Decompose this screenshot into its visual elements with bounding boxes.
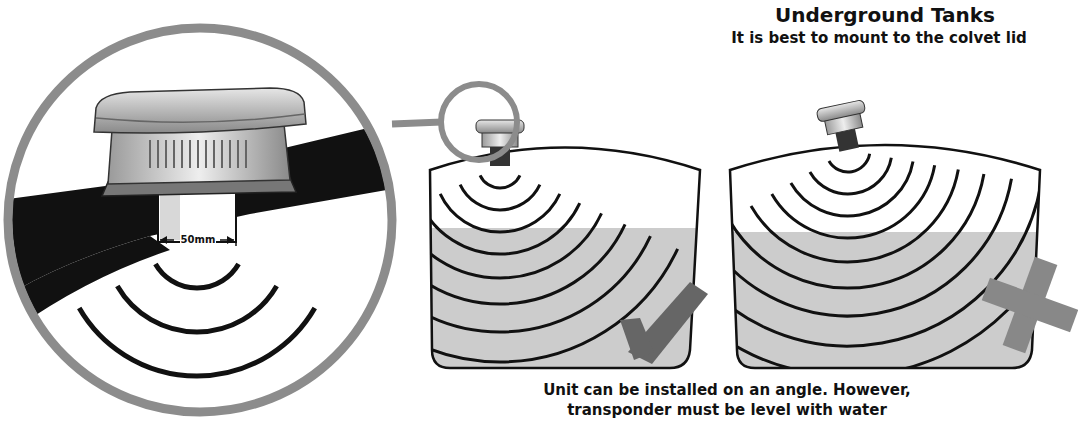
sound-wave — [350, 236, 651, 332]
sound-waves — [322, 175, 677, 362]
sound-wave — [791, 161, 913, 216]
magnified-view — [0, 88, 410, 376]
grille-line — [157, 140, 159, 168]
grille-line — [189, 140, 191, 168]
grille-line — [229, 140, 231, 168]
sound-wave — [652, 189, 1070, 376]
grille-line — [213, 140, 215, 168]
tank-outline — [730, 145, 1040, 368]
sound-wave — [375, 224, 625, 304]
sound-wave — [772, 165, 935, 238]
magnifier-marker — [441, 84, 517, 160]
cross-bar — [982, 278, 1078, 333]
grille-line — [221, 140, 223, 168]
magnifier-link — [392, 122, 442, 124]
tank-wrong — [652, 100, 1078, 382]
check-mark — [620, 318, 654, 360]
sound-wave — [460, 185, 540, 210]
dimension-tick — [157, 234, 159, 246]
grille-line — [173, 140, 175, 168]
dimension-label: 50mm — [180, 233, 217, 247]
sensor-grille — [150, 140, 246, 168]
sound-waves — [652, 154, 1070, 376]
sensor-cap — [816, 100, 866, 123]
sound-wave — [79, 308, 315, 376]
grille-line — [165, 140, 167, 168]
grille-line — [149, 140, 151, 168]
lid-edge — [0, 236, 170, 340]
magnifier-ring — [8, 28, 392, 412]
dimension-tick — [235, 234, 237, 246]
sound-wave — [480, 175, 520, 188]
sound-wave — [704, 179, 1011, 316]
sound-wave — [829, 154, 870, 172]
tilted-sensor — [816, 100, 873, 155]
sound-wave — [810, 158, 891, 194]
sound-wave — [728, 174, 983, 288]
tank-water — [420, 228, 710, 378]
grille-line — [237, 140, 239, 168]
neck-shade — [160, 190, 180, 240]
sound-wave — [322, 249, 677, 362]
subtitle-note: It is best to mount to the colvet lid — [684, 28, 1074, 48]
cross-mark — [970, 245, 1078, 365]
grille-line — [245, 140, 247, 168]
sound-wave — [398, 213, 601, 278]
sound-waves — [79, 264, 315, 376]
grille-line — [205, 140, 207, 168]
tank-correct — [322, 84, 710, 378]
sound-wave — [751, 169, 958, 262]
sound-wave — [420, 203, 580, 254]
sound-wave — [155, 264, 238, 288]
sound-wave — [440, 194, 560, 232]
grille-line — [181, 140, 183, 168]
sensor-cap — [94, 88, 306, 133]
title: Underground Tanks — [705, 2, 1065, 29]
grille-line — [197, 140, 199, 168]
caption: Unit can be installed on an angle. Howev… — [507, 380, 947, 421]
sound-wave — [117, 286, 276, 332]
cap-rim — [96, 114, 305, 122]
